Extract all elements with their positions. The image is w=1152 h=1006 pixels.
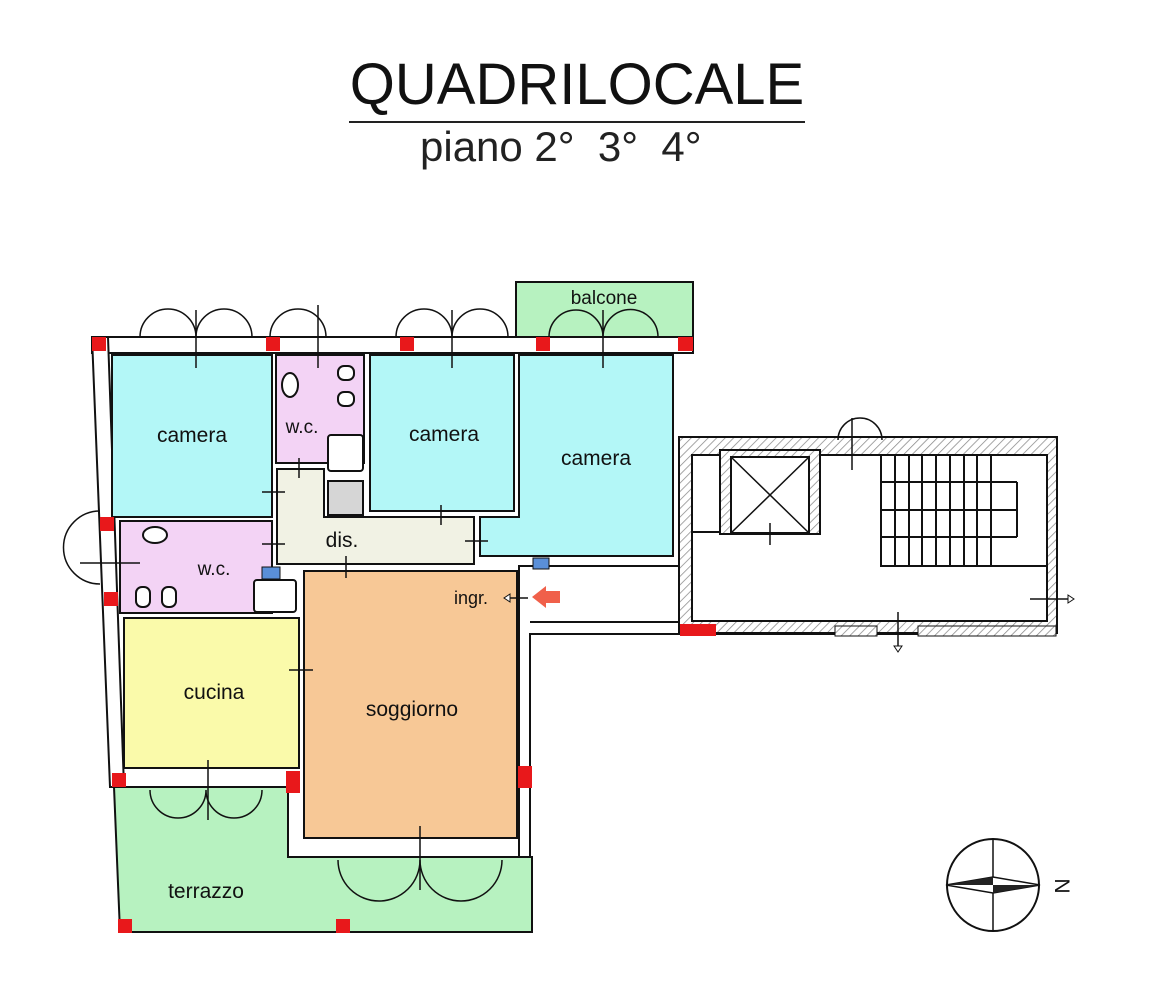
wc-toilet-1 — [281, 372, 299, 398]
compass-icon — [945, 838, 1041, 932]
room-camera-2 — [369, 354, 515, 512]
room-soggiorno — [303, 570, 518, 839]
label-camera-3: camera — [561, 447, 631, 470]
service-shaft-2 — [532, 557, 550, 570]
service-shaft-1 — [261, 566, 281, 580]
compass-north-label: N — [1050, 878, 1073, 893]
wc-bidet-1 — [337, 365, 355, 381]
room-camera-1 — [111, 354, 273, 518]
label-camera-2: camera — [409, 423, 479, 446]
label-ingresso: ingr. — [454, 588, 488, 608]
pillars — [92, 337, 716, 933]
kitchen-sink — [253, 579, 297, 613]
label-soggiorno: soggiorno — [366, 698, 458, 721]
wc-basin-2 — [142, 526, 168, 544]
label-camera-1: camera — [157, 424, 227, 447]
entry-arrow-icon — [532, 586, 560, 608]
shower-tray — [327, 434, 364, 472]
wc-toilet-2 — [135, 586, 151, 608]
label-terrazzo: terrazzo — [168, 880, 244, 903]
room-dis — [276, 468, 475, 565]
title-divider — [349, 121, 805, 123]
utility-niche — [327, 480, 364, 516]
label-wc-1: w.c. — [285, 417, 319, 438]
label-cucina: cucina — [184, 681, 245, 704]
label-balcone: balcone — [571, 288, 638, 309]
staircase — [880, 454, 1048, 567]
plan-title: QUADRILOCALE — [349, 52, 805, 117]
room-camera-3 — [479, 354, 674, 557]
door-swings — [62, 305, 883, 902]
wc-basin-1 — [337, 391, 355, 407]
label-dis: dis. — [326, 529, 359, 552]
floor-levels: piano 2° 3° 4° — [420, 123, 702, 170]
wc-bidet-2 — [161, 586, 177, 608]
label-wc-2: w.c. — [197, 559, 231, 580]
room-cucina — [123, 617, 300, 769]
